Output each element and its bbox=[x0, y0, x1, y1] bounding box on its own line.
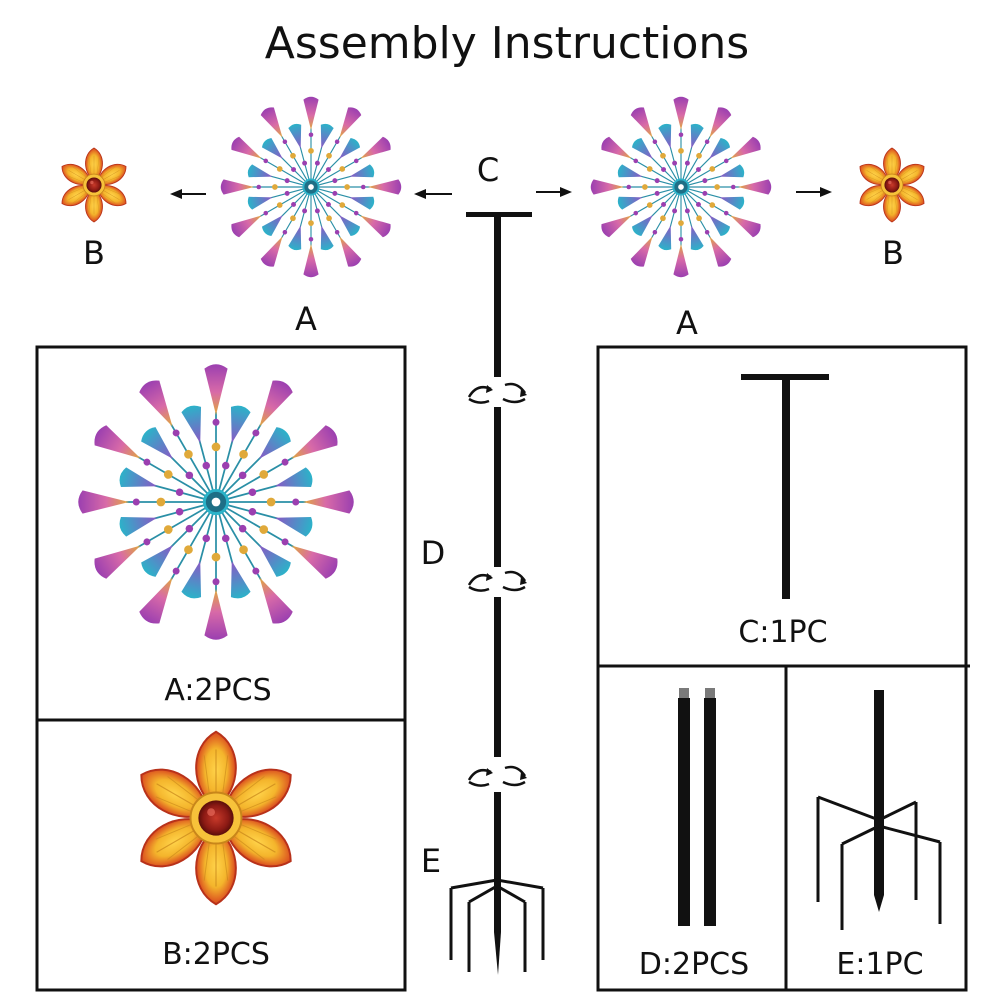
parts-panel-right bbox=[596, 345, 970, 992]
flower-icon bbox=[856, 148, 929, 222]
part-d-count: D:2PCS bbox=[639, 947, 749, 982]
wheel-icon bbox=[591, 97, 772, 278]
arrow-right-icon bbox=[796, 187, 832, 197]
twist-arrows-icon bbox=[467, 382, 529, 404]
wheel-icon bbox=[221, 97, 402, 278]
label-a-right: A bbox=[676, 304, 698, 342]
arrow-left-icon bbox=[414, 189, 452, 199]
pole-icon bbox=[678, 688, 716, 926]
t-handle-icon bbox=[466, 212, 532, 377]
label-a-left: A bbox=[295, 300, 317, 338]
pole-icon bbox=[494, 407, 501, 757]
part-a-count: A:2PCS bbox=[164, 673, 271, 708]
label-e-center: E bbox=[421, 842, 441, 880]
part-c-count: C:1PC bbox=[738, 615, 827, 650]
twist-arrows-icon bbox=[467, 765, 529, 787]
page-title: Assembly Instructions bbox=[265, 18, 749, 69]
flower-icon bbox=[58, 148, 131, 222]
label-c-top: C bbox=[477, 151, 499, 189]
part-e-count: E:1PC bbox=[836, 947, 923, 982]
label-b-left: B bbox=[83, 234, 105, 272]
arrow-left-icon bbox=[170, 189, 206, 199]
part-b-count: B:2PCS bbox=[162, 937, 270, 972]
t-handle-icon bbox=[741, 374, 829, 599]
twist-arrows-icon bbox=[467, 570, 529, 592]
ground-stake-icon bbox=[816, 690, 942, 930]
flower-icon bbox=[131, 732, 300, 904]
wheel-icon bbox=[78, 364, 354, 640]
ground-stake-icon bbox=[449, 792, 545, 975]
label-b-right: B bbox=[882, 234, 904, 272]
parts-panel-left bbox=[35, 345, 407, 992]
arrow-right-icon bbox=[536, 187, 572, 197]
label-d-center: D bbox=[421, 534, 446, 572]
